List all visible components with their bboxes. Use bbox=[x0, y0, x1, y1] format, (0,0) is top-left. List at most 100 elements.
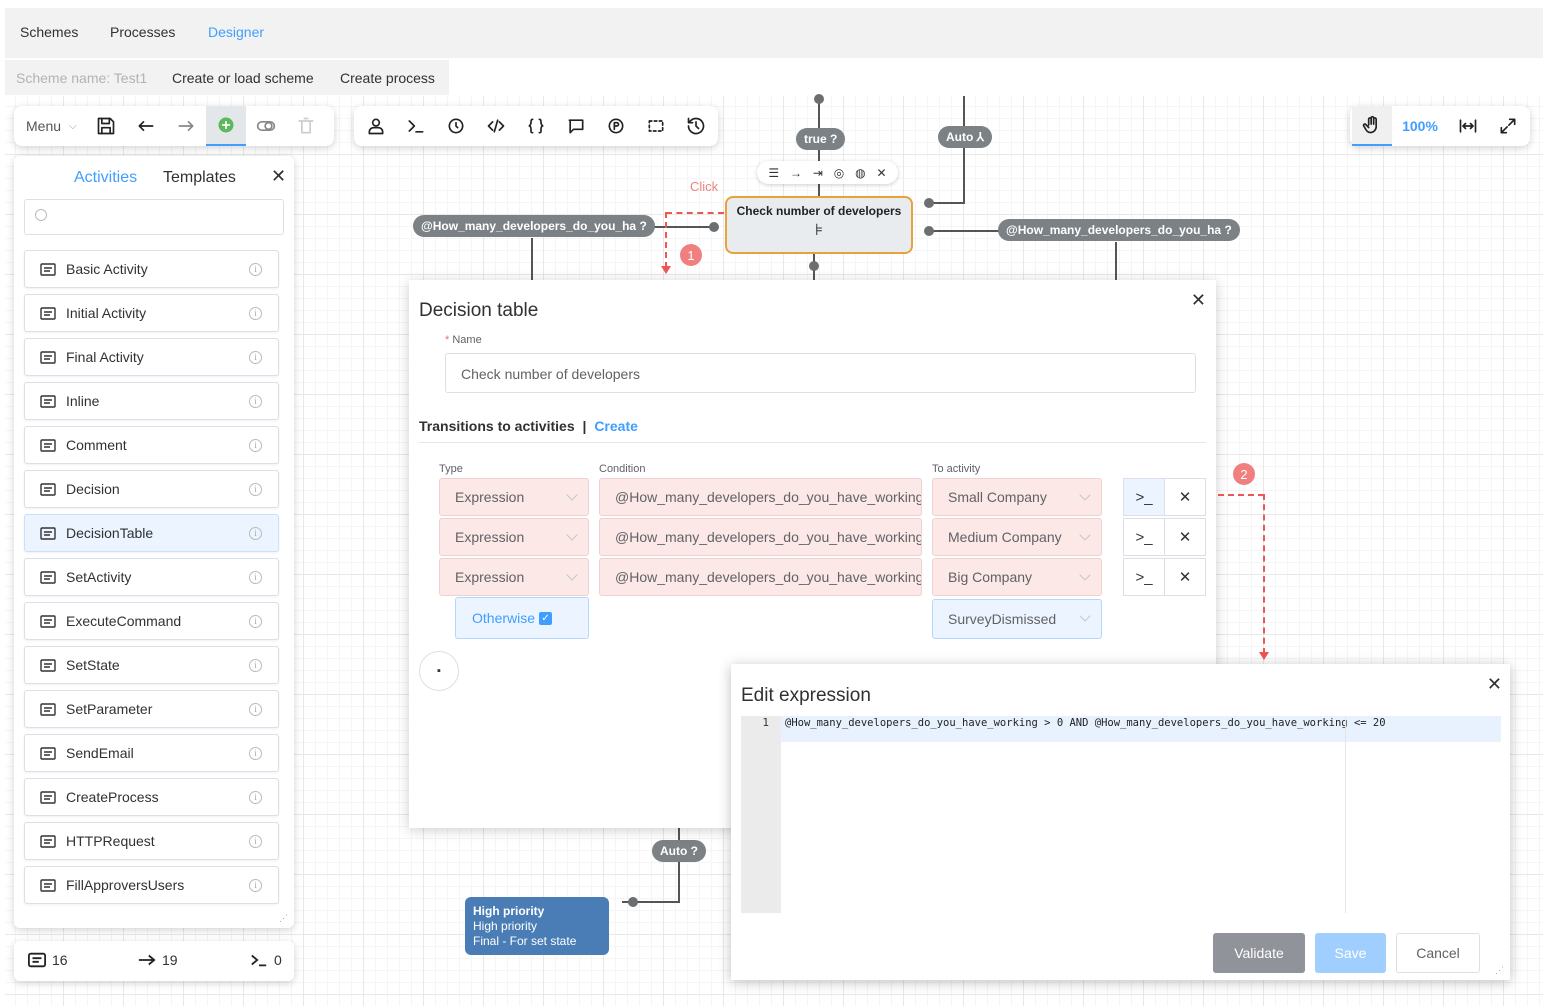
code-icon[interactable] bbox=[476, 106, 516, 146]
toggle-icon[interactable] bbox=[246, 106, 286, 146]
zoom-level[interactable]: 100% bbox=[1402, 118, 1438, 134]
delete-row-button[interactable]: ✕ bbox=[1164, 558, 1206, 596]
code-editor[interactable]: 1 @How_many_developers_do_you_have_worki… bbox=[741, 716, 1501, 913]
nav-designer[interactable]: Designer bbox=[208, 24, 265, 40]
parameter-icon[interactable] bbox=[596, 106, 636, 146]
delete-row-button[interactable]: ✕ bbox=[1164, 518, 1206, 556]
cancel-button[interactable]: Cancel bbox=[1396, 933, 1480, 973]
tab-templates[interactable]: Templates bbox=[163, 169, 236, 186]
braces-icon[interactable] bbox=[516, 106, 556, 146]
info-icon[interactable]: i bbox=[249, 702, 262, 716]
save-icon[interactable] bbox=[86, 106, 126, 146]
otherwise-to-select[interactable]: SurveyDismissed bbox=[932, 599, 1102, 639]
redo-icon[interactable] bbox=[166, 106, 206, 146]
close-icon[interactable]: ✕ bbox=[1190, 290, 1206, 310]
info-icon[interactable]: i bbox=[249, 746, 262, 760]
transition-label-auto-bottom[interactable]: Auto ? bbox=[652, 840, 706, 862]
info-icon[interactable]: i bbox=[249, 262, 262, 276]
info-icon[interactable]: i bbox=[249, 526, 262, 540]
type-select[interactable]: Expression bbox=[439, 478, 589, 516]
condition-input[interactable]: @How_many_developers_do_you_have_working bbox=[599, 518, 922, 556]
fit-width-icon[interactable] bbox=[1448, 106, 1488, 146]
transition-label-right[interactable]: @How_many_developers_do_you_ha ? bbox=[998, 219, 1240, 241]
type-select[interactable]: Expression bbox=[439, 558, 589, 596]
save-button[interactable]: Save bbox=[1315, 933, 1386, 973]
transition-label-true[interactable]: true ? bbox=[796, 128, 846, 150]
create-transition-link[interactable]: Create bbox=[594, 418, 638, 434]
delete-icon[interactable] bbox=[286, 106, 326, 146]
transition-label-auto[interactable]: Auto ⅄ bbox=[938, 126, 992, 148]
otherwise-checkbox[interactable]: Otherwise ✓ bbox=[455, 597, 589, 639]
transition-label-left[interactable]: @How_many_developers_do_you_ha ? bbox=[413, 215, 655, 237]
info-icon[interactable]: i bbox=[249, 570, 262, 584]
settings-icon[interactable]: ☰ bbox=[768, 165, 780, 180]
resize-handle-icon[interactable]: ⋰ bbox=[1495, 965, 1504, 975]
info-icon[interactable]: i bbox=[249, 438, 262, 452]
close-icon[interactable]: ✕ bbox=[1486, 674, 1502, 694]
type-select[interactable]: Expression bbox=[439, 518, 589, 556]
edit-expression-button[interactable]: >_ bbox=[1123, 518, 1165, 556]
info-icon[interactable]: i bbox=[249, 878, 262, 892]
terminal-icon[interactable] bbox=[396, 106, 436, 146]
info-icon[interactable]: i bbox=[249, 834, 262, 848]
undo-icon[interactable] bbox=[126, 106, 166, 146]
nav-schemes[interactable]: Schemes bbox=[20, 24, 79, 40]
create-load-scheme-button[interactable]: Create or load scheme bbox=[172, 70, 314, 86]
info-icon[interactable]: i bbox=[249, 306, 262, 320]
info-icon[interactable]: i bbox=[249, 350, 262, 364]
to-activity-select[interactable]: Small Company bbox=[932, 478, 1102, 516]
palette-icon[interactable]: ◍ bbox=[855, 165, 866, 180]
arrow-right-icon[interactable]: → bbox=[790, 165, 803, 180]
nav-processes[interactable]: Processes bbox=[110, 24, 176, 40]
info-icon[interactable]: i bbox=[249, 482, 262, 496]
info-icon[interactable]: i bbox=[249, 614, 262, 628]
create-process-button[interactable]: Create process bbox=[340, 70, 435, 86]
info-icon[interactable]: i bbox=[249, 790, 262, 804]
tab-activities[interactable]: Activities bbox=[74, 169, 138, 186]
fullscreen-icon[interactable] bbox=[1488, 106, 1528, 146]
close-icon[interactable]: ✕ bbox=[271, 166, 287, 186]
close-icon[interactable]: ✕ bbox=[876, 165, 887, 180]
condition-input[interactable]: @How_many_developers_do_you_have_working bbox=[599, 478, 922, 516]
hand-icon[interactable] bbox=[1352, 106, 1392, 146]
comment-icon[interactable] bbox=[556, 106, 596, 146]
info-icon[interactable]: i bbox=[249, 394, 262, 408]
toggle-icon[interactable]: ◎ bbox=[833, 165, 845, 180]
info-icon[interactable]: i bbox=[249, 658, 262, 672]
selection-icon[interactable] bbox=[636, 106, 676, 146]
menu-dropdown[interactable]: Menu ⌵ bbox=[14, 118, 86, 134]
enter-icon[interactable]: ⇥ bbox=[812, 165, 823, 180]
to-activity-select[interactable]: Medium Company bbox=[932, 518, 1102, 556]
validate-button[interactable]: Validate bbox=[1213, 933, 1305, 973]
code-line[interactable]: @How_many_developers_do_you_have_working… bbox=[785, 717, 1386, 729]
to-activity-select[interactable]: Big Company bbox=[932, 558, 1102, 596]
activity-node-high-priority[interactable]: High priority High priority Final - For … bbox=[465, 897, 609, 955]
edit-expression-button[interactable]: >_ bbox=[1123, 478, 1165, 516]
comment-icon[interactable]: ▪ bbox=[419, 651, 459, 691]
edit-expression-button[interactable]: >_ bbox=[1123, 558, 1165, 596]
clock-icon[interactable] bbox=[436, 106, 476, 146]
condition-input[interactable]: @How_many_developers_do_you_have_working bbox=[599, 558, 922, 596]
name-input[interactable]: Check number of developers bbox=[445, 353, 1196, 393]
delete-row-button[interactable]: ✕ bbox=[1164, 478, 1206, 516]
history-icon[interactable] bbox=[676, 106, 716, 146]
user-icon[interactable] bbox=[356, 106, 396, 146]
resize-handle-icon[interactable]: ⋰ bbox=[279, 913, 288, 923]
add-icon[interactable] bbox=[206, 106, 246, 146]
activities-search-input[interactable] bbox=[24, 199, 284, 235]
